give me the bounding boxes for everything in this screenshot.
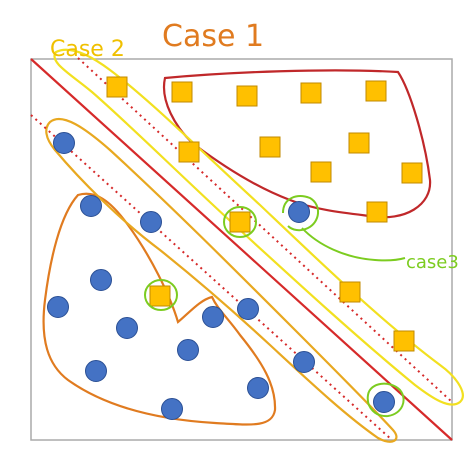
square-point — [310, 161, 332, 183]
circle-point — [140, 211, 162, 233]
case3-ring — [223, 206, 257, 238]
square-point — [401, 162, 423, 184]
case3-label: case3 — [406, 252, 459, 273]
case2-darkyellow-band — [45, 117, 398, 443]
circle-point — [177, 339, 199, 361]
circle-point — [116, 317, 138, 339]
square-point — [348, 132, 370, 154]
circle-point — [293, 351, 315, 373]
square-point — [339, 281, 361, 303]
hyperplane-line — [30, 58, 453, 441]
square-point — [229, 211, 251, 233]
case2-label: Case 2 — [50, 37, 125, 62]
square-point — [106, 76, 128, 98]
upper-margin-line — [77, 57, 453, 403]
circle-point — [161, 398, 183, 420]
square-point — [171, 81, 193, 103]
class-square-points — [106, 76, 423, 352]
case3-connector — [301, 227, 406, 262]
class-circle-points — [47, 132, 395, 420]
square-point — [149, 285, 171, 307]
square-point — [365, 80, 387, 102]
case2-yellow-band — [53, 48, 464, 406]
circle-point — [47, 296, 69, 318]
square-point — [366, 201, 388, 223]
square-point — [393, 330, 415, 352]
square-point — [300, 82, 322, 104]
case1-label: Case 1 — [162, 19, 264, 54]
circle-point — [288, 201, 310, 223]
plot-frame — [30, 58, 453, 441]
case3-ring — [144, 279, 178, 311]
circle-point — [53, 132, 75, 154]
case3-ring — [282, 195, 319, 232]
circle-point — [237, 298, 259, 320]
square-point — [259, 136, 281, 158]
circle-point — [85, 360, 107, 382]
case1-orange-outline — [42, 192, 277, 426]
circle-point — [90, 269, 112, 291]
circle-point — [373, 391, 395, 413]
circle-point — [80, 195, 102, 217]
case3-ring — [366, 382, 405, 418]
circle-point — [202, 306, 224, 328]
square-point — [236, 85, 258, 107]
circle-point — [247, 377, 269, 399]
square-point — [178, 141, 200, 163]
